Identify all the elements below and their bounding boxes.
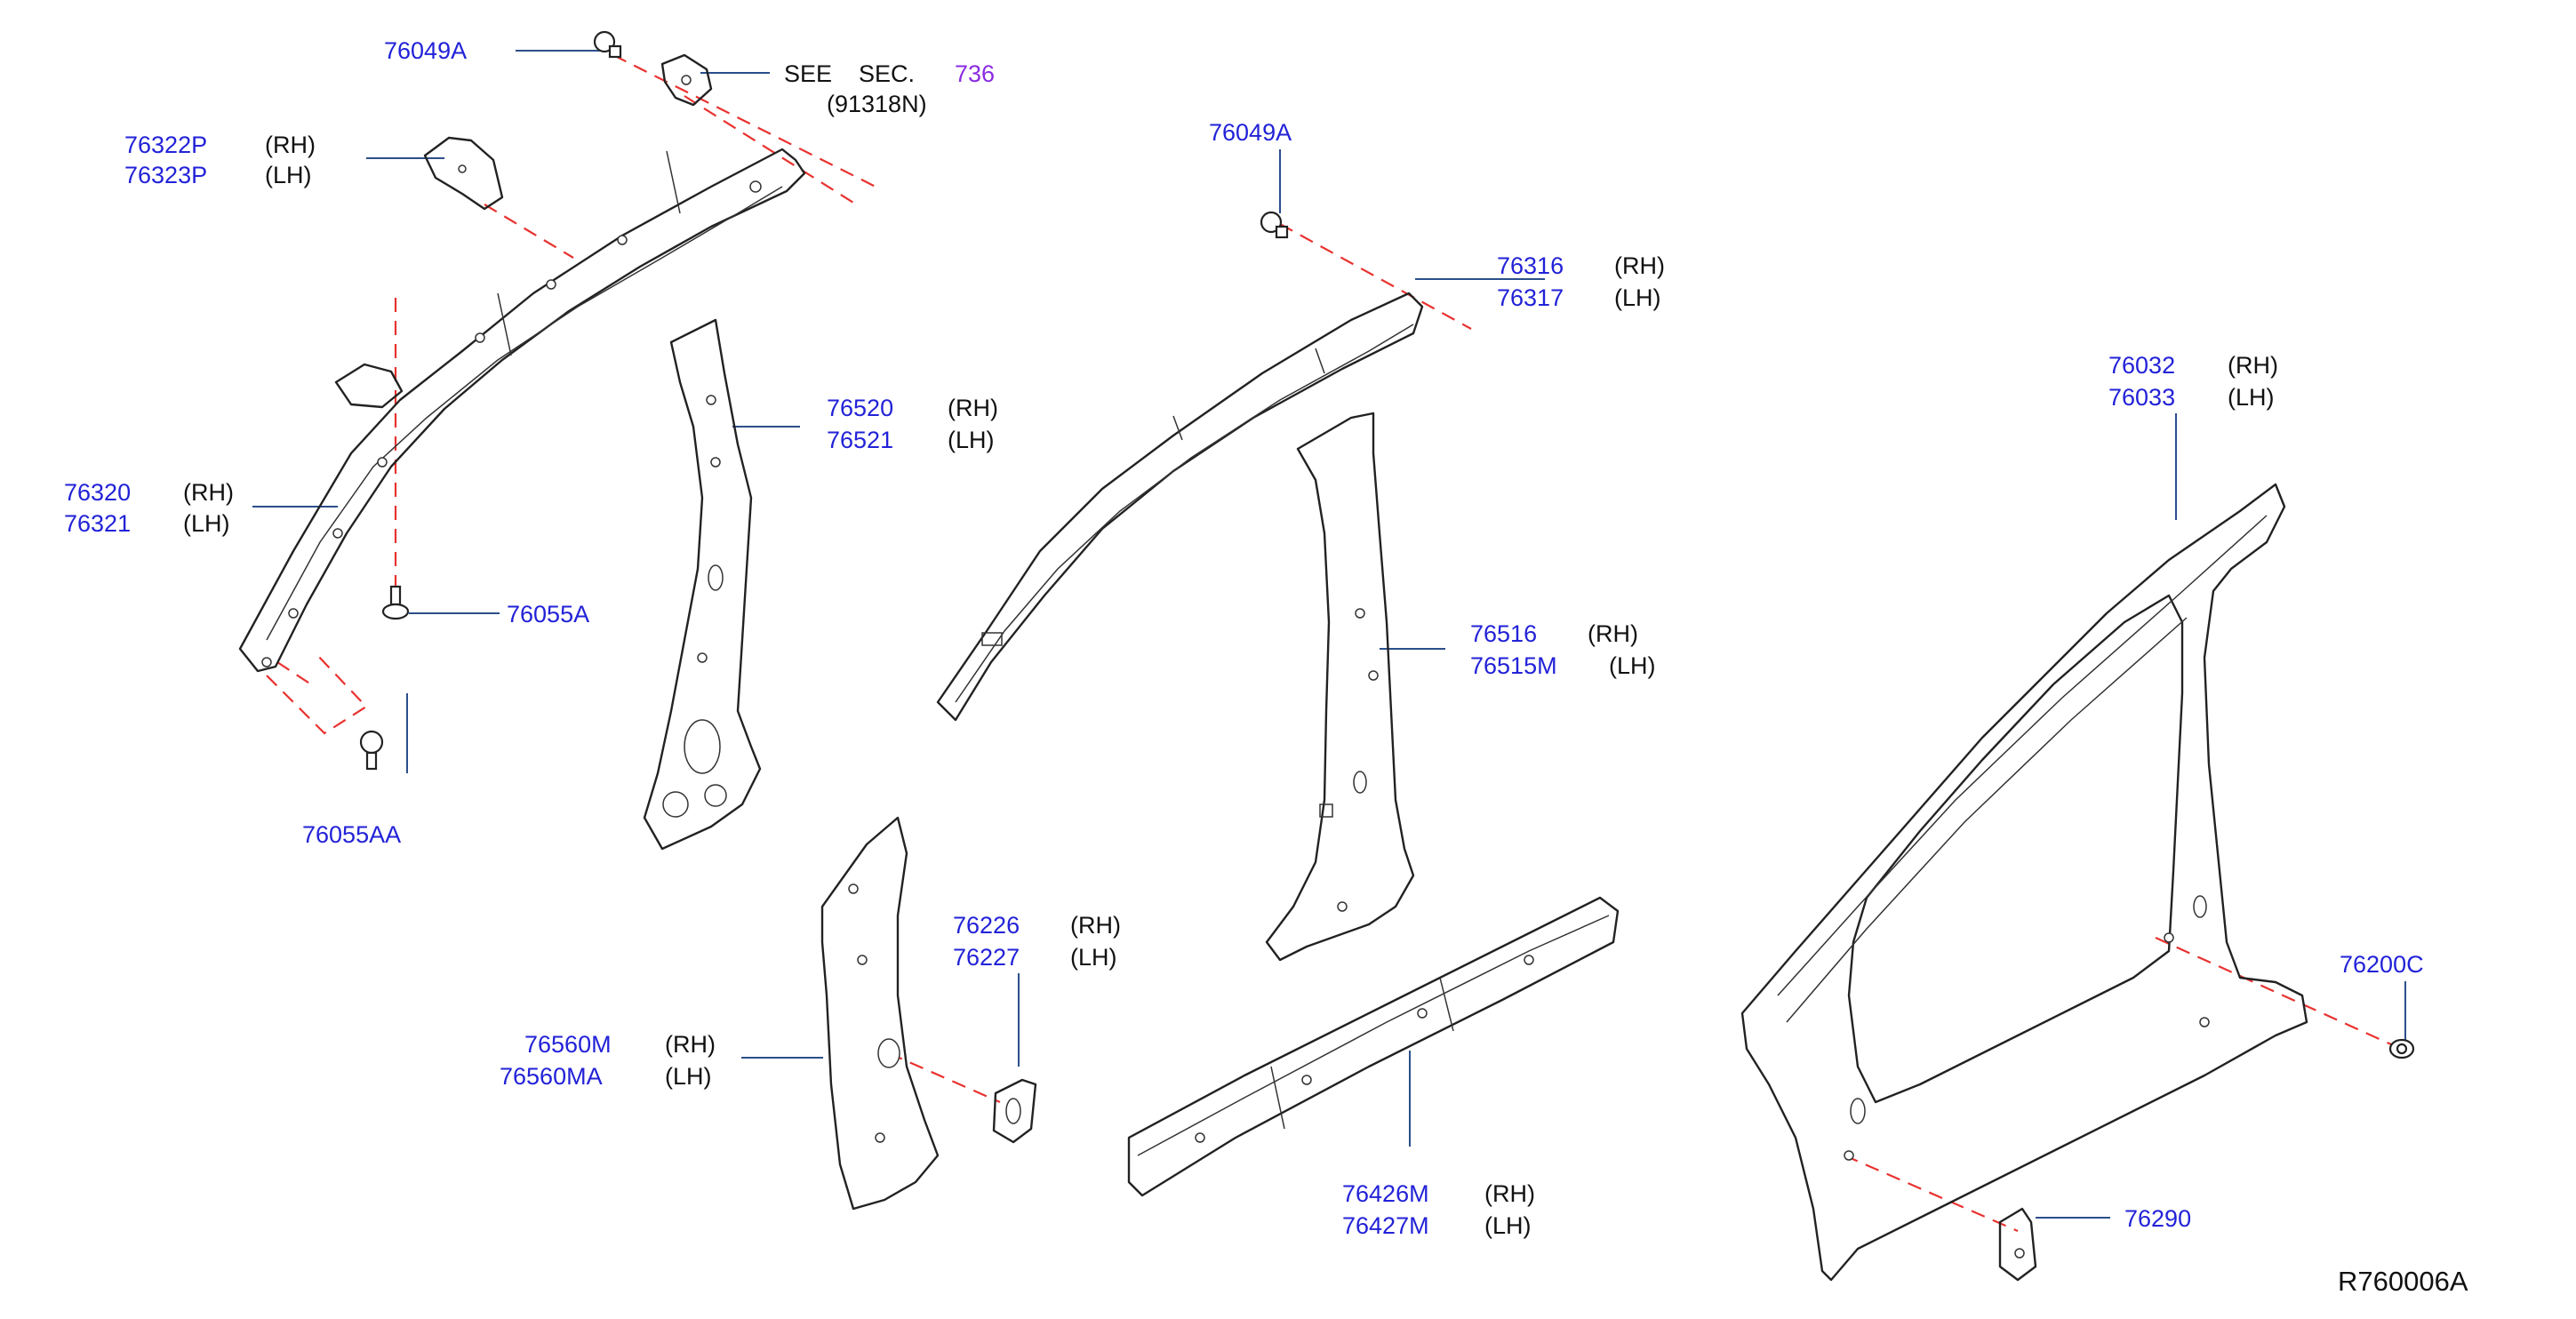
- label-76227-side: (LH): [1070, 944, 1117, 971]
- roof-rail-part: [936, 292, 1424, 722]
- bolt-76049a-top-icon: [593, 30, 622, 59]
- label-76316-side: (RH): [1614, 252, 1665, 279]
- clip-76200c-icon: [2388, 1038, 2415, 1059]
- label-76521-side: (LH): [948, 427, 995, 453]
- fasteners: [359, 30, 2415, 1059]
- bracket-sec-part: [660, 53, 713, 107]
- label-76520-side: (RH): [948, 395, 998, 421]
- sill-part: [1127, 896, 1620, 1197]
- label-76316[interactable]: 76316: [1497, 252, 1564, 279]
- label-76427m[interactable]: 76427M: [1342, 1212, 1429, 1239]
- label-76322p[interactable]: 76322P: [124, 132, 207, 158]
- label-76323p[interactable]: 76323P: [124, 162, 207, 188]
- label-76032[interactable]: 76032: [2108, 352, 2175, 379]
- part-labels: 76049A 76322P (RH) 76323P (LH) 76320 (RH…: [64, 37, 2468, 1297]
- label-76049a-top[interactable]: 76049A: [384, 37, 467, 64]
- label-76290[interactable]: 76290: [2124, 1205, 2191, 1232]
- label-76049a-right[interactable]: 76049A: [1209, 119, 1292, 146]
- center-pillar-inner-part: [1265, 412, 1415, 962]
- label-76032-side: (RH): [2228, 352, 2278, 379]
- bolt-76055a-icon: [381, 585, 410, 620]
- label-76033-side: (LH): [2228, 384, 2275, 411]
- label-section-ref: (91318N): [827, 91, 927, 117]
- diagram-reference-code: R760006A: [2338, 1266, 2468, 1297]
- label-76520[interactable]: 76520: [827, 395, 893, 421]
- label-76516-side: (RH): [1588, 620, 1638, 647]
- leader-lines: [252, 50, 2406, 1219]
- bolt-76049a-right-icon: [1260, 211, 1289, 239]
- label-sec: SEC.: [859, 60, 915, 87]
- label-76055aa[interactable]: 76055AA: [302, 821, 401, 848]
- label-76200c[interactable]: 76200C: [2340, 951, 2424, 978]
- label-76322p-side: (RH): [265, 132, 316, 158]
- plate-76226-part: [992, 1078, 1037, 1144]
- label-76560ma[interactable]: 76560MA: [500, 1063, 603, 1090]
- label-76426m-side: (RH): [1484, 1180, 1535, 1207]
- label-76317[interactable]: 76317: [1497, 284, 1564, 311]
- label-76317-side: (LH): [1614, 284, 1661, 311]
- label-76426m[interactable]: 76426M: [1342, 1180, 1429, 1207]
- label-76560m-side: (RH): [665, 1031, 716, 1058]
- label-76515m[interactable]: 76515M: [1470, 652, 1557, 679]
- label-76427m-side: (LH): [1484, 1212, 1532, 1239]
- label-76033[interactable]: 76033: [2108, 384, 2175, 411]
- label-76321-side: (LH): [183, 510, 230, 537]
- label-76321[interactable]: 76321: [64, 510, 131, 537]
- label-76515m-side: (LH): [1609, 652, 1656, 679]
- assembly-guides: [266, 54, 2392, 1233]
- label-76227[interactable]: 76227: [953, 944, 1020, 971]
- label-76323p-side: (LH): [265, 162, 312, 188]
- label-76560ma-side: (LH): [665, 1063, 712, 1090]
- bracket-76322p-part: [423, 136, 504, 211]
- label-76320-side: (RH): [183, 479, 234, 506]
- center-pillar-lower-part: [820, 816, 940, 1211]
- bolt-76055aa-icon: [359, 730, 384, 771]
- front-pillar-outer-part: [238, 148, 806, 673]
- label-76320[interactable]: 76320: [64, 479, 131, 506]
- label-see: SEE: [784, 60, 832, 87]
- label-76516[interactable]: 76516: [1470, 620, 1537, 647]
- front-pillar-inner-part: [643, 318, 762, 851]
- label-76521[interactable]: 76521: [827, 427, 893, 453]
- label-76055a[interactable]: 76055A: [507, 601, 589, 628]
- label-76560m[interactable]: 76560M: [524, 1031, 612, 1058]
- body-side-outer-part: [1740, 483, 2308, 1282]
- link-section-736[interactable]: 736: [955, 60, 995, 87]
- bracket-76290-part: [1998, 1207, 2037, 1282]
- label-76226[interactable]: 76226: [953, 912, 1020, 939]
- label-76226-side: (RH): [1070, 912, 1121, 939]
